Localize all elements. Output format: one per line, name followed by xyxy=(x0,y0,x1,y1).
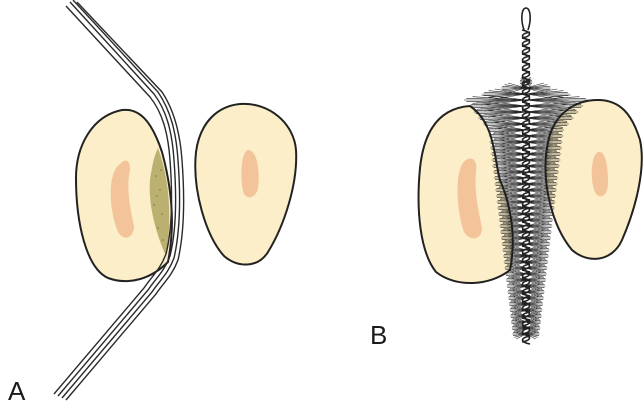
panel-b-label: B xyxy=(370,322,387,348)
panel-a xyxy=(54,0,296,400)
panel-a-label: A xyxy=(8,378,25,404)
panel-b xyxy=(419,8,642,344)
brush-wire-loop xyxy=(522,8,530,30)
